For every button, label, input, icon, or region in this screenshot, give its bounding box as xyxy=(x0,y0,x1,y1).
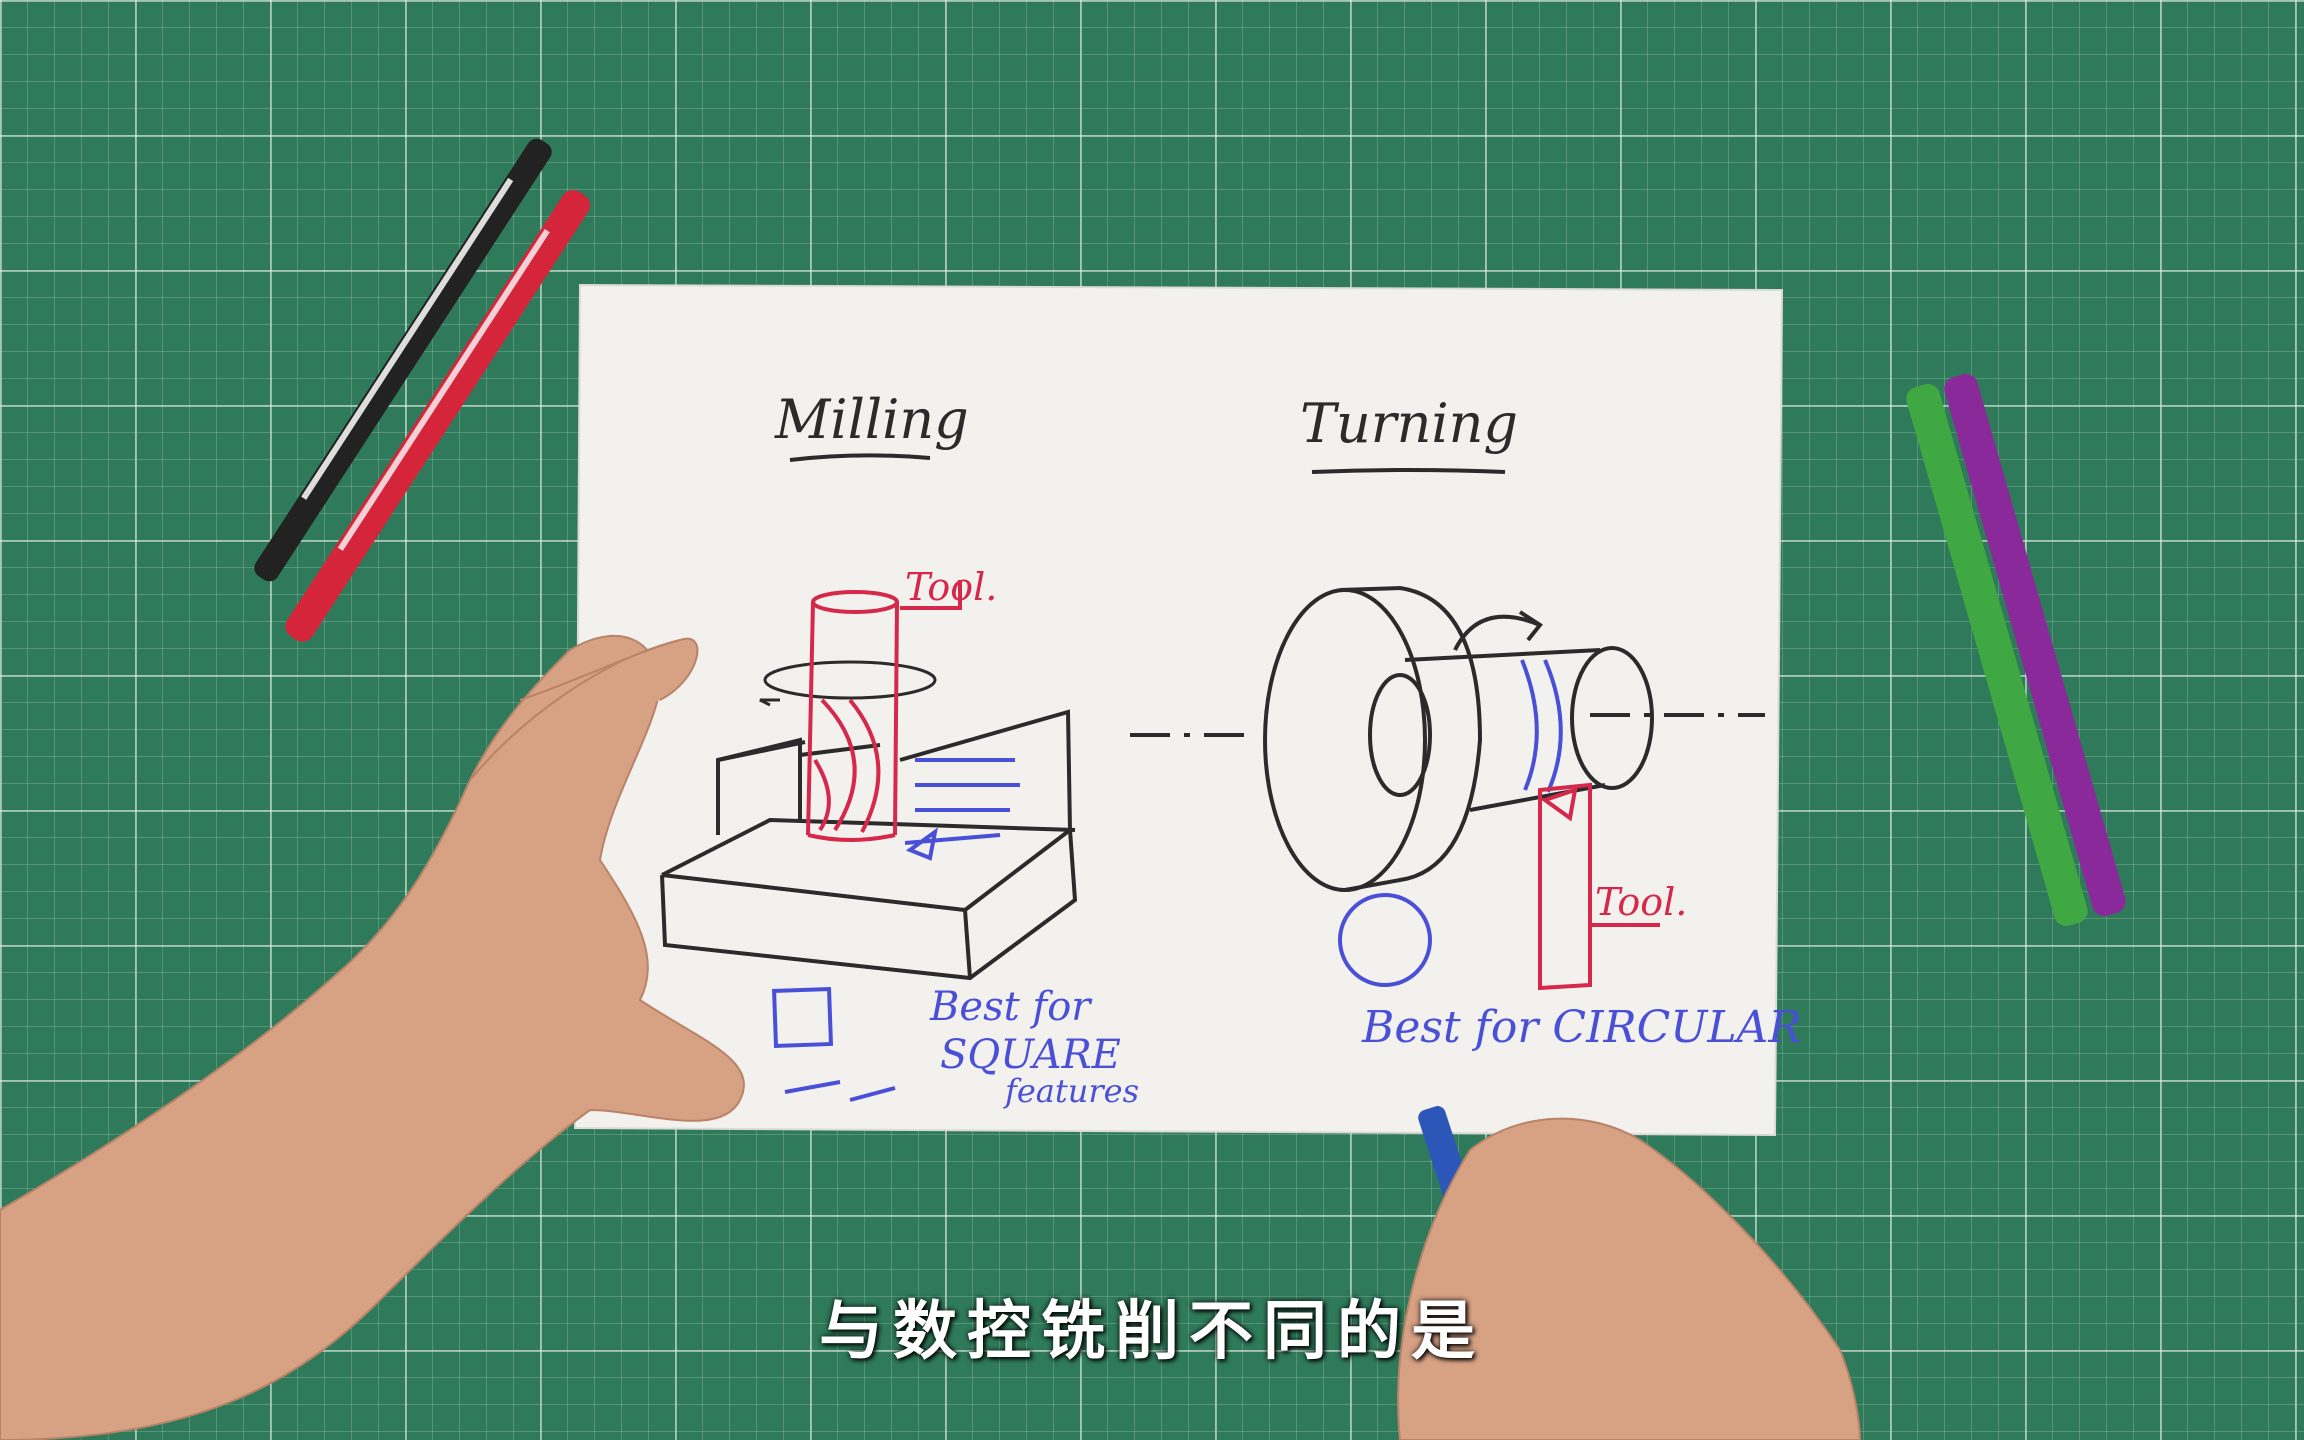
black-pen xyxy=(254,138,552,582)
left-hand xyxy=(0,634,745,1440)
turning-tool-drawing xyxy=(1538,782,1660,991)
milling-tool-label: Tool. xyxy=(905,565,997,609)
svg-text:Milling: Milling xyxy=(774,388,969,451)
svg-text:SQUARE: SQUARE xyxy=(940,1032,1121,1078)
svg-text:Best for: Best for xyxy=(929,984,1093,1030)
turning-note: Best for CIRCULAR xyxy=(1361,1002,1801,1053)
milling-blue-arrows xyxy=(904,758,1020,861)
svg-text:features: features xyxy=(1003,1072,1139,1110)
video-subtitle: 与数控铣削不同的是 xyxy=(819,1295,1485,1369)
svg-text:Best for CIRCULAR: Best for CIRCULAR xyxy=(1361,1002,1801,1053)
milling-square-icon xyxy=(772,986,896,1102)
milling-sketch xyxy=(660,660,1078,981)
green-pen xyxy=(1906,384,2088,926)
milling-tool-drawing xyxy=(806,580,962,842)
turning-heading: Turning xyxy=(1300,392,1518,474)
right-hand xyxy=(1397,1106,1862,1440)
milling-note: Best for SQUARE features xyxy=(929,984,1139,1110)
turning-blue-lines xyxy=(1338,659,1563,987)
svg-text:Turning: Turning xyxy=(1300,392,1518,455)
red-pen xyxy=(285,189,591,642)
turning-sketch xyxy=(1130,585,1765,892)
svg-text:Tool.: Tool. xyxy=(1595,880,1687,924)
turning-tool-label: Tool. xyxy=(1595,880,1687,924)
purple-pen xyxy=(1944,374,2126,916)
milling-heading: Milling xyxy=(774,388,969,462)
svg-text:Tool.: Tool. xyxy=(905,565,997,609)
